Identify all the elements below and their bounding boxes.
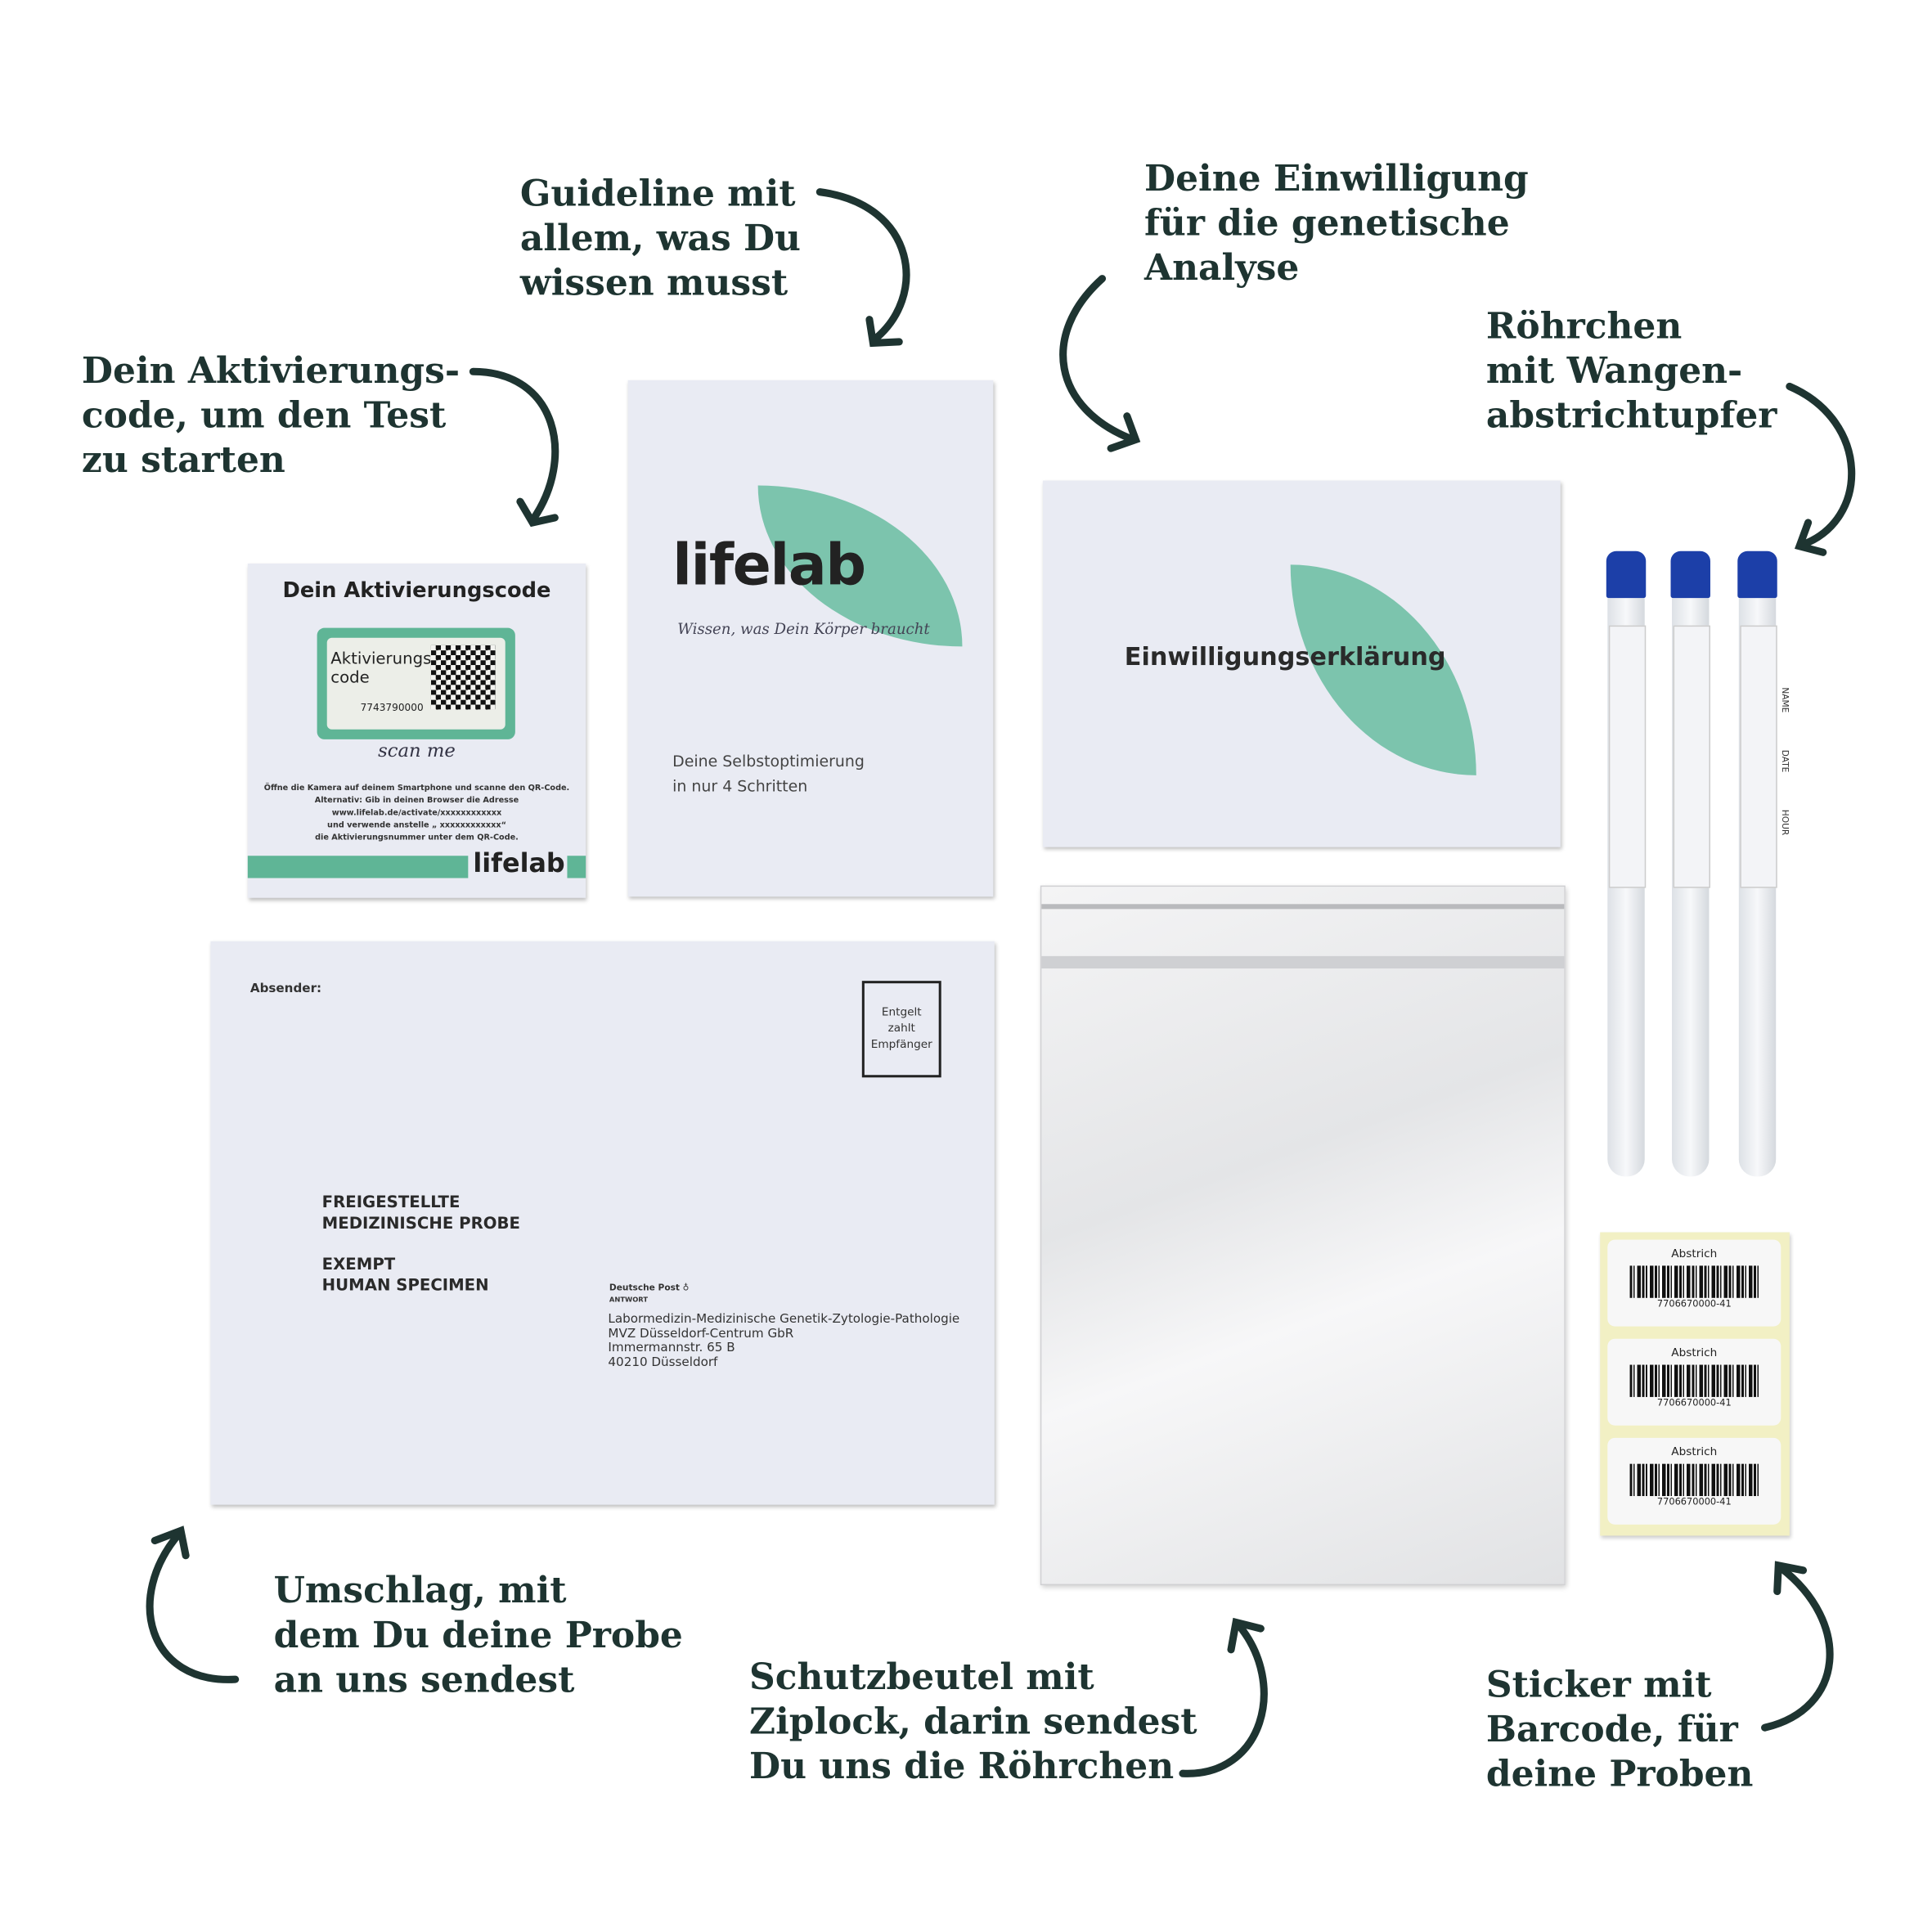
tube-fields: NAME DATE HOUR — [1780, 687, 1790, 873]
barcode-sticker: Abstrich 7706670000-41 — [1607, 1338, 1781, 1426]
swab-tubes: NAME DATE HOUR — [1604, 550, 1790, 1183]
tube-cap — [1737, 550, 1777, 599]
activation-title: Dein Aktivierungscode — [282, 578, 551, 604]
postage-box: Entgelt zahlt Empfänger — [861, 981, 941, 1078]
arrow-icon — [469, 367, 559, 528]
qr-code-icon[interactable] — [430, 645, 496, 710]
post-label: Deutsche Post — [609, 1283, 680, 1293]
barcode-sticker: Abstrich 7706670000-41 — [1607, 1437, 1781, 1525]
lifelab-logo: lifelab — [672, 531, 866, 599]
arrow-icon — [146, 1525, 240, 1683]
label-consent: Deine Einwilligung für die genetische An… — [1144, 157, 1529, 289]
sticker-label: Abstrich — [1671, 1446, 1718, 1459]
ziplock-bag — [1040, 885, 1566, 1586]
tube-cap — [1670, 550, 1710, 599]
tagline: Wissen, was Dein Körper braucht — [677, 620, 930, 638]
label-stickers: Sticker mit Barcode, für deine Proben — [1485, 1663, 1754, 1795]
barcode-sticker-sheet: Abstrich 7706670000-41 Abstrich 77066700… — [1600, 1232, 1790, 1536]
sticker-code: 7706670000-41 — [1656, 1396, 1732, 1409]
activation-instructions: Öffne die Kamera auf deinem Smartphone u… — [263, 782, 570, 842]
arrow-icon — [1059, 275, 1141, 452]
sticker-label: Aktivierungs code — [330, 649, 432, 688]
tube-field-hour: HOUR — [1779, 809, 1790, 836]
sticker-code: 7706670000-41 — [1656, 1496, 1732, 1507]
lifelab-logo: lifelab — [473, 848, 565, 878]
exempt-de: FREIGESTELLTE MEDIZINISCHE PROBE — [321, 1193, 520, 1234]
arrow-icon — [1761, 1561, 1834, 1732]
label-activation-code: Dein Aktivierungs- code, um den Test zu … — [81, 348, 461, 481]
activation-card: Dein Aktivierungscode Aktivierungs code … — [247, 563, 586, 898]
arrow-icon — [1179, 1617, 1268, 1777]
exempt-en: EXEMPT HUMAN SPECIMEN — [321, 1256, 489, 1296]
label-tubes: Röhrchen mit Wangen- abstrichtupfer — [1485, 304, 1777, 436]
zip-track — [1041, 955, 1565, 969]
recipient-address: Labormedizin-Medizinische Genetik-Zytolo… — [608, 1312, 960, 1369]
tube-cap — [1606, 550, 1647, 599]
barcode-sticker: Abstrich 7706670000-41 — [1607, 1239, 1781, 1327]
return-envelope: Absender: Entgelt zahlt Empfänger FREIGE… — [210, 941, 995, 1505]
consent-form: Einwilligungserklärung — [1042, 480, 1561, 847]
label-bag: Schutzbeutel mit Ziplock, darin sendest … — [749, 1656, 1197, 1787]
activation-code: 7743790000 — [360, 702, 424, 714]
sticker-label: Abstrich — [1671, 1347, 1718, 1360]
consent-title: Einwilligungserklärung — [1124, 641, 1446, 672]
sticker-code: 7706670000-41 — [1656, 1297, 1732, 1310]
swab-tube — [1668, 550, 1713, 1177]
label-envelope: Umschlag, mit dem Du deine Probe an uns … — [273, 1569, 683, 1701]
booklet-subtitle: Deine Selbstoptimierung in nur 4 Schritt… — [672, 752, 865, 796]
green-bar — [247, 856, 469, 878]
barcode-icon — [1629, 1265, 1759, 1298]
swab-tube — [1604, 550, 1649, 1177]
antwort: ANTWORT — [609, 1296, 649, 1305]
green-bar — [567, 856, 586, 878]
label-guideline: Guideline mit allem, was Du wissen musst — [519, 172, 801, 303]
tube-field-name: NAME — [1779, 687, 1790, 713]
barcode-icon — [1629, 1364, 1759, 1397]
arrow-icon — [1786, 382, 1856, 556]
swab-tube — [1735, 550, 1780, 1177]
guideline-booklet: lifelab Wissen, was Dein Körper braucht … — [627, 380, 994, 897]
activation-sticker: Aktivierungs code 7743790000 — [317, 627, 515, 739]
barcode-icon — [1629, 1463, 1759, 1497]
zip-seal — [1041, 904, 1565, 910]
sender-label: Absender: — [249, 982, 322, 996]
post-horn-icon: ♁ — [682, 1283, 690, 1293]
arrow-icon — [815, 188, 910, 348]
deutsche-post: Deutsche Post ♁ — [609, 1283, 690, 1293]
tube-field-date: DATE — [1779, 749, 1790, 773]
scan-me: scan me — [378, 739, 456, 762]
sticker-label: Abstrich — [1671, 1248, 1718, 1261]
